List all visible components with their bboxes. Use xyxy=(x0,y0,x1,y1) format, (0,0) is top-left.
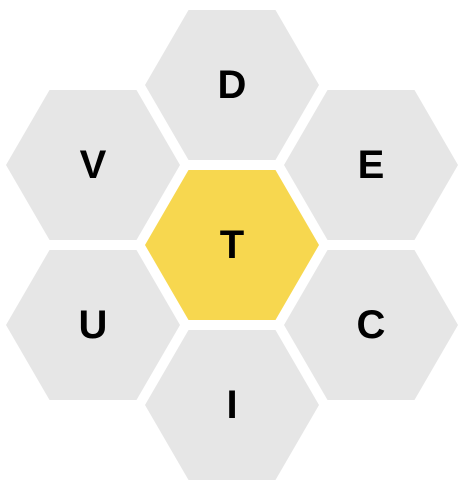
hive-letter: E xyxy=(357,143,385,187)
hive-letter: U xyxy=(78,303,108,347)
hive-letter-center: T xyxy=(219,223,245,267)
hive-letter: I xyxy=(226,383,238,427)
hive-cell-center[interactable]: T xyxy=(145,170,319,320)
hive-cell-bottom[interactable]: I xyxy=(145,330,319,480)
hive-letter: C xyxy=(356,303,386,347)
hive-cell-upper-right[interactable]: E xyxy=(284,90,458,240)
hive-cell-upper-left[interactable]: V xyxy=(6,90,180,240)
hive-letter: V xyxy=(79,143,107,187)
hive-cell-top[interactable]: D xyxy=(145,10,319,160)
hive-letter: D xyxy=(217,63,247,107)
hive-cell-lower-left[interactable]: U xyxy=(6,250,180,400)
hive-cell-lower-right[interactable]: C xyxy=(284,250,458,400)
